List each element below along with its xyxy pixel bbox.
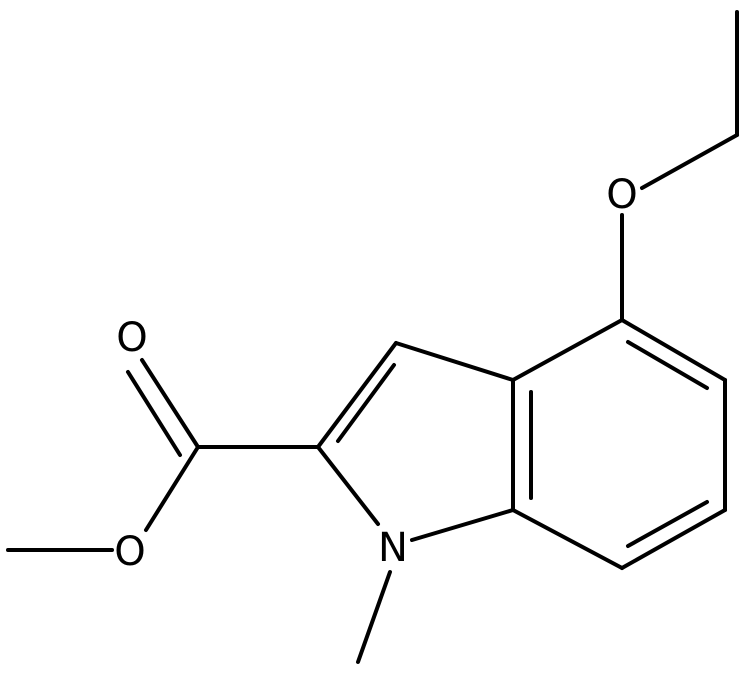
bond-c6-c7-inner bbox=[626, 500, 709, 548]
bond-c7-c7a bbox=[511, 508, 624, 570]
atom-n-ring: N bbox=[378, 525, 408, 571]
atom-o-carbonyl: O bbox=[116, 315, 147, 361]
atom-o-ester: O bbox=[114, 529, 145, 575]
bond-c3a-c4 bbox=[511, 318, 624, 382]
bond-n1-methyl bbox=[356, 570, 392, 664]
bond-c-o-double-2 bbox=[126, 370, 182, 457]
bond-c6-c7 bbox=[620, 508, 727, 570]
bond-c4-c5 bbox=[620, 318, 727, 382]
bond-c-o-ester bbox=[144, 445, 200, 532]
bond-c-o-double-1 bbox=[140, 358, 200, 449]
bond-n1-c7a bbox=[410, 508, 515, 542]
bond-ethyl-ch2-o bbox=[640, 133, 739, 190]
bond-c3a-c3 bbox=[394, 341, 515, 382]
bond-c3-c2-inner bbox=[336, 363, 396, 443]
bond-c2-n1 bbox=[316, 445, 380, 526]
bond-c3-c2 bbox=[316, 341, 398, 449]
bond-c4-c5-inner bbox=[626, 340, 709, 390]
atom-o-ether: O bbox=[606, 172, 637, 218]
